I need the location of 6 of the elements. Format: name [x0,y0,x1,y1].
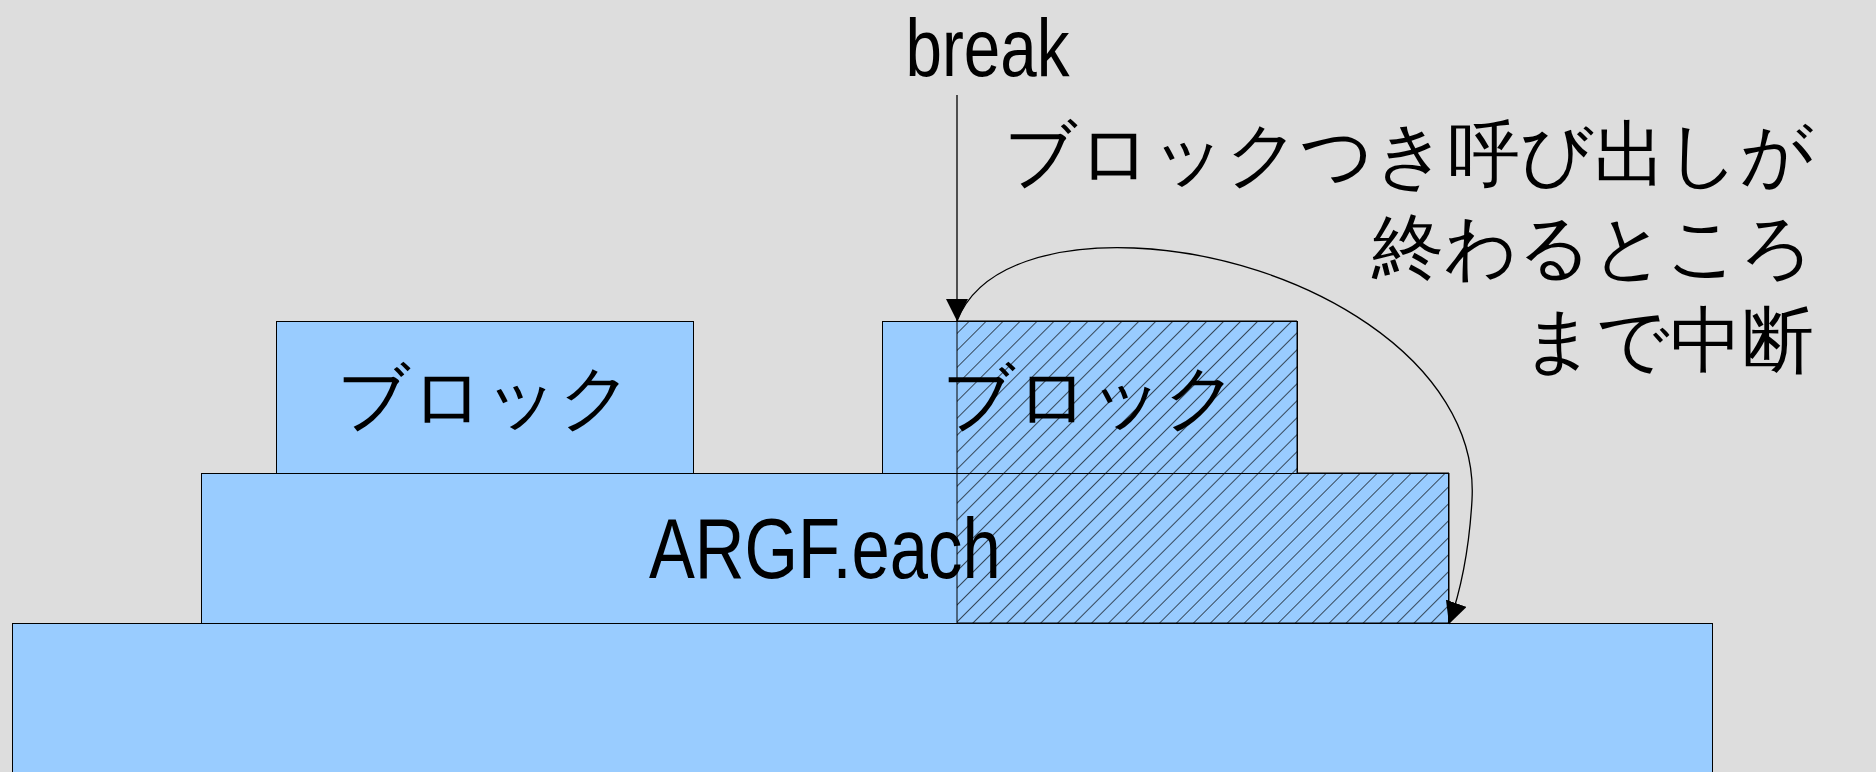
box-label: ブロック [337,355,633,439]
break-label: break [905,1,1071,95]
arrow [946,94,968,322]
base-box [12,623,1713,772]
block-box [276,321,694,474]
arrow [956,247,1473,625]
